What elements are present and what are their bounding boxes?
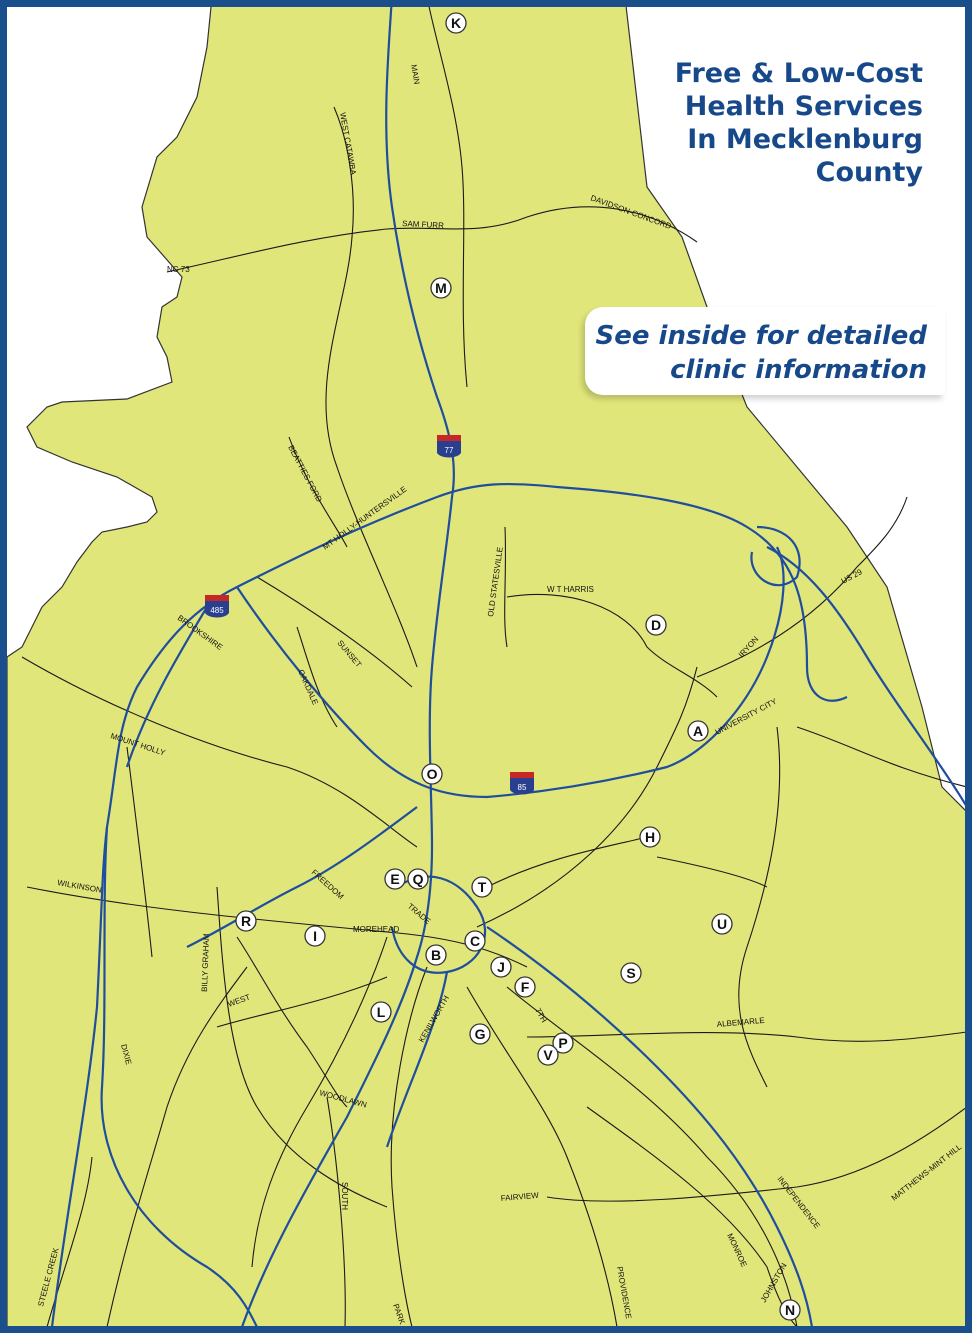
road-label: ALBEMARLE (716, 1016, 765, 1029)
interstate-shield-485: 485 (205, 595, 229, 618)
clinic-marker-i[interactable]: I (304, 925, 326, 947)
interstate-shield-85: 85 (510, 772, 534, 795)
clinic-marker-letter: D (651, 617, 661, 633)
road-label: MAIN (409, 64, 421, 85)
road-label: FAIRVIEW (500, 1191, 539, 1203)
clinic-marker-b[interactable]: B (425, 944, 447, 966)
clinic-marker-n[interactable]: N (779, 1299, 801, 1321)
clinic-marker-letter: M (435, 280, 447, 296)
clinic-marker-s[interactable]: S (620, 962, 642, 984)
clinic-marker-letter: H (645, 829, 655, 845)
interstate-shield-77: 77 (437, 435, 461, 458)
clinic-marker-g[interactable]: G (469, 1023, 491, 1045)
shield-number: 485 (210, 606, 224, 615)
clinic-marker-letter: S (626, 965, 635, 981)
clinic-marker-letter: N (785, 1302, 795, 1318)
clinic-marker-letter: E (390, 871, 399, 887)
clinic-marker-letter: O (427, 766, 438, 782)
road-label: SAM FURR (402, 219, 444, 230)
clinic-marker-f[interactable]: F (514, 976, 536, 998)
clinic-marker-letter: B (431, 947, 441, 963)
shield-number: 85 (518, 783, 527, 792)
clinic-marker-letter: J (497, 959, 505, 975)
clinic-marker-l[interactable]: L (370, 1001, 392, 1023)
callout-line: clinic information (670, 355, 927, 385)
clinic-marker-m[interactable]: M (430, 277, 452, 299)
title-line: In Mecklenburg (687, 124, 923, 155)
clinic-marker-p[interactable]: P (552, 1032, 574, 1054)
clinic-marker-k[interactable]: K (445, 12, 467, 34)
clinic-marker-letter: F (521, 979, 530, 995)
clinic-marker-o[interactable]: O (421, 763, 443, 785)
clinic-marker-letter: C (470, 933, 480, 949)
title-line: Health Services (684, 91, 923, 122)
clinic-marker-u[interactable]: U (711, 913, 733, 935)
road-label: NC 73 (167, 265, 190, 274)
clinic-marker-letter: V (543, 1047, 553, 1063)
clinic-marker-e[interactable]: E (384, 868, 406, 890)
road-label: SOUTH (340, 1182, 349, 1210)
clinic-marker-t[interactable]: T (471, 876, 493, 898)
clinic-marker-letter: Q (413, 871, 424, 887)
local-roads (21, 7, 965, 1326)
clinic-marker-letter: P (558, 1035, 567, 1051)
callout-line: See inside for detailed (595, 321, 928, 351)
callout-text: See inside for detailed clinic informati… (547, 319, 928, 387)
clinic-markers: K M D A O H E Q T R I C B U J S F L G P … (235, 12, 801, 1321)
clinic-marker-h[interactable]: H (639, 826, 661, 848)
county-map: 77 485 85 MAIN WEST CATAWBA SAM FURR DAV… (7, 7, 965, 1326)
clinic-marker-letter: L (377, 1004, 386, 1020)
road-label: BILLY GRAHAM (200, 933, 211, 992)
clinic-marker-letter: I (313, 928, 317, 944)
clinic-marker-letter: A (693, 723, 703, 739)
clinic-marker-letter: R (241, 913, 251, 929)
clinic-marker-letter: T (478, 879, 487, 895)
clinic-marker-c[interactable]: C (464, 930, 486, 952)
callout-box (585, 307, 945, 395)
road-label: W T HARRIS (547, 585, 594, 594)
page-title: Free & Low-Cost Health Services In Meckl… (593, 57, 923, 189)
title-line: Free & Low-Cost (674, 58, 923, 89)
shield-number: 77 (445, 446, 454, 455)
clinic-marker-v[interactable]: V (537, 1044, 559, 1066)
clinic-marker-r[interactable]: R (235, 910, 257, 932)
clinic-marker-letter: G (475, 1026, 486, 1042)
clinic-marker-letter: K (451, 15, 461, 31)
clinic-marker-a[interactable]: A (687, 720, 709, 742)
clinic-marker-letter: U (717, 916, 727, 932)
road-label: MOREHEAD (353, 925, 399, 934)
clinic-marker-q[interactable]: Q (407, 868, 429, 890)
clinic-marker-j[interactable]: J (490, 956, 512, 978)
clinic-marker-d[interactable]: D (645, 614, 667, 636)
title-line: County (815, 157, 923, 188)
